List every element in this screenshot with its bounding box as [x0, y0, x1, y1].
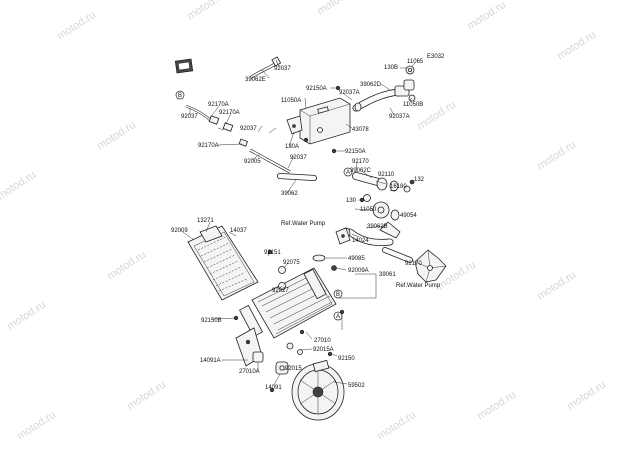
watermark-text: motod.ru — [105, 249, 148, 283]
part-label: 92005 — [244, 159, 261, 165]
radiator-screen — [187, 225, 259, 301]
watermark-text: motod.ru — [95, 119, 138, 153]
watermark-text: motod.ru — [565, 379, 608, 413]
fasteners — [233, 85, 415, 393]
part-label: 11065 — [407, 59, 424, 65]
reservoir-cap-tag — [174, 58, 194, 74]
ref-water-pump-left: Ref.Water Pump — [281, 221, 326, 227]
part-label: 39061 — [379, 272, 396, 278]
part-label: 92170A — [208, 102, 229, 108]
ref-water-pump-right: Ref.Water Pump — [396, 283, 441, 289]
filler-neck — [394, 65, 416, 102]
watermark-text: motod.ru — [125, 379, 168, 413]
part-label: 92015A — [313, 347, 334, 353]
part-label: 92009 — [171, 228, 188, 234]
part-label: 92110 — [378, 172, 395, 178]
diagram-code: E3032 — [427, 54, 445, 60]
part-label: 92150B — [201, 318, 222, 324]
clamp-14024 — [335, 227, 351, 245]
radiator-hose-upper — [352, 87, 402, 112]
part-label: 39062C — [350, 168, 372, 174]
pump-cover-right — [414, 249, 447, 283]
pump-hose — [341, 221, 413, 263]
part-label: 132 — [414, 177, 425, 183]
part-labels: 130B 11065 92037 39062E 39062D 92150A 92… — [171, 59, 425, 391]
part-label: 92170A — [219, 110, 240, 116]
part-label: 130B — [384, 65, 398, 71]
part-label: 39062D — [360, 82, 382, 88]
part-label: 49054 — [400, 213, 417, 219]
marker-b-label: B — [336, 292, 340, 298]
part-label: 27010 — [314, 338, 331, 344]
small-hoses-left — [185, 104, 291, 174]
part-label: 92037 — [240, 126, 257, 132]
part-label: 130 — [346, 198, 357, 204]
part-label: 27010A — [239, 369, 260, 375]
marker-b-label: B — [178, 93, 182, 99]
watermark-text: motod.ru — [535, 269, 578, 303]
part-label: 13271 — [197, 218, 214, 224]
part-label: 92151 — [264, 250, 281, 256]
watermark-text: motod.ru — [555, 29, 598, 63]
marker-a-label: A — [346, 170, 350, 176]
watermark-text: motod.ru — [535, 139, 578, 173]
part-label: 11050 — [360, 207, 377, 213]
leader-lines — [179, 59, 417, 386]
part-label: 92037 — [181, 114, 198, 120]
part-label: 11050A — [281, 98, 301, 104]
watermark-text: motod.ru — [5, 299, 48, 333]
part-label: 39062 — [281, 191, 298, 197]
thermostat-assembly — [352, 172, 411, 221]
part-label: 92170 — [352, 159, 369, 165]
part-label: 14091A — [200, 358, 221, 364]
lower-bracket — [235, 327, 303, 367]
part-label: 49085 — [348, 256, 365, 262]
watermark-text: motod.ru — [315, 0, 358, 18]
watermark-text: motod.ru — [375, 409, 418, 443]
part-label: 16180 — [390, 184, 407, 190]
marker-b-lower: B — [333, 289, 343, 299]
watermark-text: motod.ru — [185, 0, 228, 23]
part-label: 92037 — [290, 155, 307, 161]
tank-bracket — [286, 115, 303, 135]
part-label: 92027 — [272, 288, 289, 294]
marker-a-label: A — [336, 314, 340, 320]
part-label: 92170A — [198, 143, 219, 149]
reserve-tank — [299, 97, 351, 145]
part-label: 59502 — [348, 383, 365, 389]
part-label: 92150 — [338, 356, 355, 362]
part-label: 14091 — [265, 385, 282, 391]
part-label: 92170 — [405, 261, 422, 267]
watermark-text: motod.ru — [15, 409, 58, 443]
part-label: 11050B — [403, 102, 423, 108]
part-label: 43078 — [352, 127, 369, 133]
watermark-text: motod.ru — [475, 389, 518, 423]
cooling-fan — [291, 359, 345, 421]
part-label: 14037 — [230, 228, 247, 234]
part-label: 92150A — [345, 149, 366, 155]
marker-a-top: A — [343, 167, 353, 177]
watermark-text: motod.ru — [0, 169, 38, 203]
part-label: 92037A — [389, 114, 410, 120]
part-label: 14024 — [352, 238, 369, 244]
marker-a-lower: A — [333, 311, 343, 321]
marker-b-top: B — [175, 90, 185, 100]
part-label: 92075 — [283, 260, 300, 266]
watermark-text: motod.ru — [55, 9, 98, 43]
part-label: 92009A — [348, 268, 369, 274]
part-label: 92150A — [306, 86, 327, 92]
part-label: 130A — [285, 144, 299, 150]
grommet-14091 — [275, 361, 289, 375]
part-label: 39062E — [245, 77, 266, 83]
radiator-core — [239, 267, 337, 339]
part-label: 92015 — [285, 366, 302, 372]
hose-39062 — [277, 173, 317, 181]
watermark-text: motod.ru — [465, 0, 508, 33]
part-label: 39062B — [367, 224, 388, 230]
part-label: 92037 — [274, 66, 291, 72]
part-label: 92037A — [339, 90, 360, 96]
